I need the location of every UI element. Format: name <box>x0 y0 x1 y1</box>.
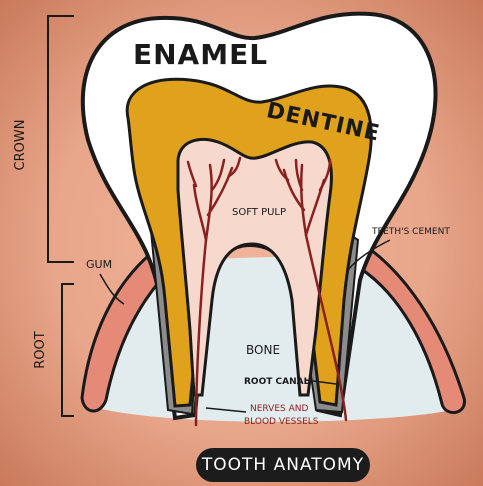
nerves-label-line2: BLOOD VESSELS <box>244 417 319 427</box>
crown-label: CROWN <box>13 120 28 171</box>
bone-label: BONE <box>246 343 280 357</box>
enamel-label: ENAMEL <box>133 38 268 71</box>
nerves-label-line1: NERVES AND <box>250 404 308 414</box>
diagram-title: TOOTH ANATOMY <box>202 455 364 475</box>
title-badge: TOOTH ANATOMY <box>196 448 370 482</box>
teeths-cement-label: TEETH'S CEMENT <box>371 227 450 237</box>
soft-pulp-label: SOFT PULP <box>232 207 286 218</box>
root-canal-label: ROOT CANAL <box>244 377 310 387</box>
root-bracket <box>62 284 74 416</box>
crown-bracket <box>48 16 74 262</box>
gum-label: GUM <box>86 258 112 271</box>
root-label: ROOT <box>33 331 48 368</box>
